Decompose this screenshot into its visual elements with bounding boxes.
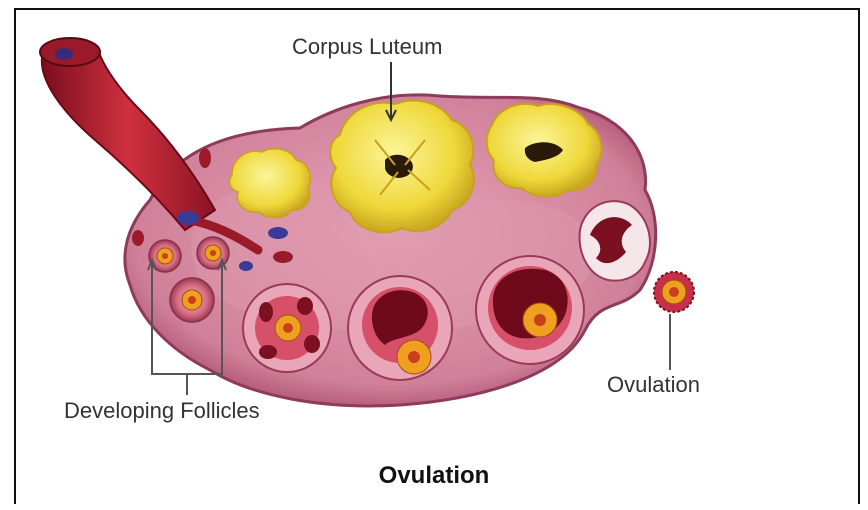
corpus-luteum-medium xyxy=(487,104,602,197)
corpus-luteum-label: Corpus Luteum xyxy=(292,34,442,60)
primordial-follicle-1 xyxy=(149,240,181,272)
figure-caption: Ovulation xyxy=(0,462,868,490)
primary-follicle xyxy=(170,278,214,322)
secondary-follicle xyxy=(243,284,331,372)
graafian-follicle xyxy=(476,256,584,364)
developing-follicles-label: Developing Follicles xyxy=(64,398,260,424)
tertiary-follicle xyxy=(348,276,452,380)
blood-vessel xyxy=(42,48,215,230)
ovulation-label: Ovulation xyxy=(607,372,700,398)
released-ovum xyxy=(654,272,694,312)
corpus-luteum-leader xyxy=(386,62,396,120)
ruptured-follicle xyxy=(580,201,650,280)
